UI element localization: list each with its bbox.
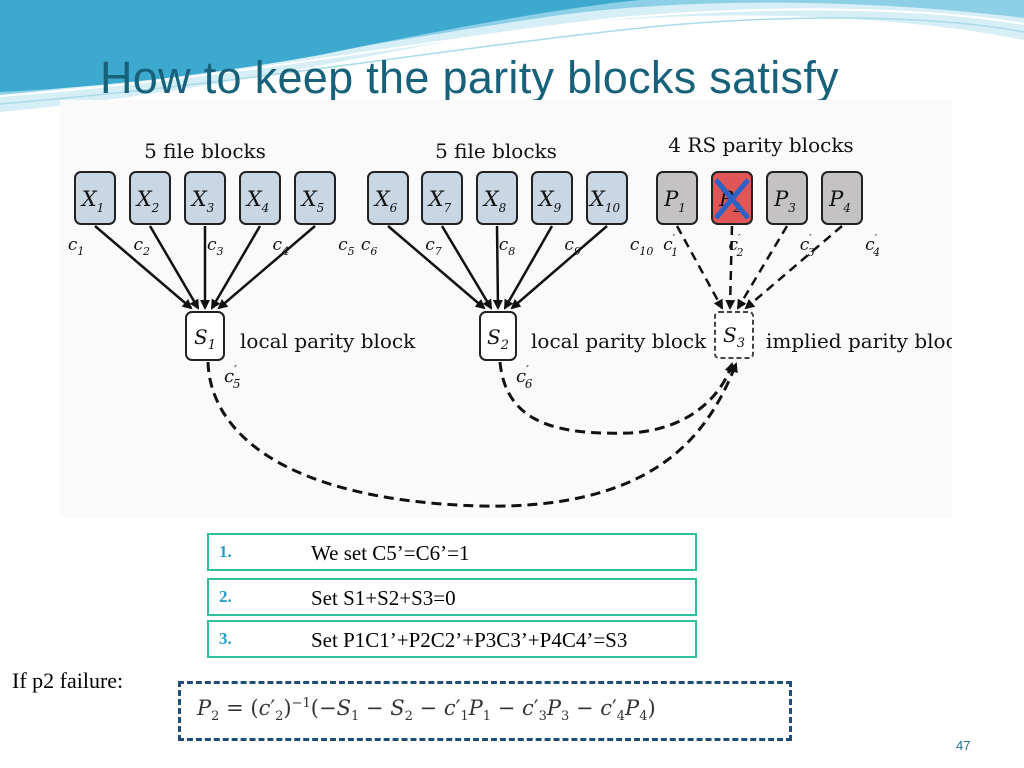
- parity-diagram: 5 file blocks 5 file blocks 4 RS parity …: [60, 100, 952, 518]
- file-block: X3: [184, 171, 226, 225]
- edge-arrow: [94, 225, 193, 310]
- edge-label: c2: [133, 235, 150, 258]
- implied-sum-block: S3: [714, 311, 754, 359]
- recovery-formula-box: P2 = (c′2)−1(−S1 − S2 − c′1P1 − c′3P3 − …: [178, 681, 792, 741]
- edge-arrow: [440, 225, 493, 310]
- sum-block: S2: [479, 311, 517, 361]
- file-block: X6: [367, 171, 409, 225]
- edge-label: c′4: [865, 232, 880, 259]
- recovery-formula: P2 = (c′2)−1(−S1 − S2 − c′1P1 − c′3P3 − …: [197, 696, 656, 725]
- file-block: X7: [421, 171, 463, 225]
- failure-cross-icon: [714, 178, 750, 220]
- parity-block: P2: [711, 171, 753, 225]
- parity-block: P1: [656, 171, 698, 225]
- step-text: Set P1C1’+P2C2’+P3C3’+P4C4’=S3: [311, 628, 628, 652]
- link-label: c′5: [224, 363, 240, 391]
- link-label: c′6: [516, 363, 533, 391]
- edge-arrow: [210, 225, 262, 310]
- group-label: 4 RS parity blocks: [668, 133, 853, 157]
- step-3: 3. Set P1C1’+P2C2’+P3C3’+P4C4’=S3: [207, 620, 697, 658]
- file-block: X4: [239, 171, 281, 225]
- step-number: 1.: [219, 542, 232, 561]
- edge-arrow: [217, 225, 316, 310]
- step-text: Set S1+S2+S3=0: [311, 586, 456, 610]
- edge-label: c8: [499, 235, 516, 258]
- file-block: X5: [294, 171, 336, 225]
- link-s1-s3: [206, 361, 738, 508]
- edge-arrow: [744, 225, 843, 310]
- failure-label: If p2 failure:: [12, 668, 124, 693]
- edge-label: c3: [207, 235, 224, 258]
- link-s2-s3: [498, 361, 735, 435]
- edge-label: c7: [425, 235, 442, 258]
- edge-arrow: [675, 225, 724, 310]
- file-block: X10: [586, 171, 628, 225]
- file-block: X9: [531, 171, 573, 225]
- file-block: X8: [476, 171, 518, 225]
- edge-arrow: [503, 225, 554, 310]
- edge-label: c6: [361, 235, 378, 258]
- page-number: 47: [956, 738, 971, 753]
- group-label: 5 file blocks: [435, 139, 557, 163]
- edge-label: c4: [273, 235, 290, 258]
- edge-label: c9: [564, 235, 581, 258]
- slide-title: How to keep the parity blocks satisfy: [100, 52, 839, 103]
- sum-block-label: implied parity block: [766, 329, 952, 353]
- edge-label: c1: [68, 235, 85, 258]
- edge-arrow: [387, 225, 486, 310]
- step-2: 2. Set S1+S2+S3=0: [207, 578, 697, 616]
- sum-block: S1: [185, 311, 225, 361]
- step-1: 1. We set C5’=C6’=1: [207, 533, 697, 571]
- sum-block-label: local parity block: [240, 329, 416, 353]
- edge-arrow: [725, 225, 736, 310]
- file-block: X1: [74, 171, 116, 225]
- svg-text:X7: X7: [427, 187, 452, 215]
- edge-label: c10: [630, 235, 654, 258]
- edge-label: c5: [338, 235, 355, 258]
- edge-arrow: [492, 225, 503, 310]
- edge-label: c′2: [728, 232, 743, 259]
- edge-arrow: [736, 225, 789, 310]
- group-label: 5 file blocks: [144, 139, 266, 163]
- edge-label: c′1: [663, 232, 678, 259]
- step-number: 2.: [219, 587, 232, 606]
- file-block: X2: [129, 171, 171, 225]
- edge-arrow: [510, 225, 608, 310]
- edge-label: c′3: [800, 232, 815, 259]
- parity-block: P4: [821, 171, 863, 225]
- sum-block-label: local parity block: [531, 329, 707, 353]
- header-swoosh-decoration: [0, 0, 1024, 112]
- edge-arrow: [148, 225, 200, 310]
- step-number: 3.: [219, 629, 232, 648]
- parity-block: P3: [766, 171, 808, 225]
- step-text: We set C5’=C6’=1: [311, 541, 470, 565]
